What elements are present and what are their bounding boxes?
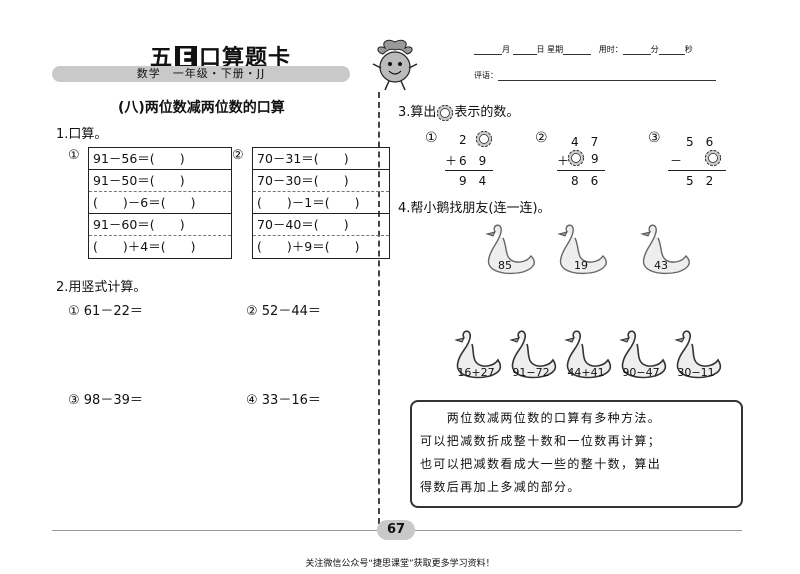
tip-box: 两位数减两位数的口算有多种方法。 可以把减数折成整十数和一位数再计算； 也可以把… bbox=[410, 400, 743, 508]
sum-line bbox=[445, 170, 493, 171]
calc-group-1: 91－56＝( ) 91－50＝( ) ( )－6＝( ) 91－60＝( ) … bbox=[88, 147, 232, 259]
big-swan-icon[interactable] bbox=[477, 222, 539, 280]
problem-mark: ③ bbox=[648, 130, 661, 146]
second-label: 秒 bbox=[684, 45, 693, 54]
flower-problem-1: ① 2 ＋ 6 9 9 4 bbox=[425, 128, 505, 188]
problem-mark: ② bbox=[535, 130, 548, 146]
small-swan-label: 91−72 bbox=[512, 366, 550, 379]
problem-top: 4 7 bbox=[571, 135, 599, 149]
calc-row: 91－56＝( ) bbox=[89, 148, 231, 170]
calc-row: 70－40＝( ) bbox=[253, 214, 389, 236]
calc-row: ( )－6＝( ) bbox=[89, 192, 231, 214]
big-swan-icon[interactable] bbox=[549, 222, 611, 280]
small-swan-label: 16+27 bbox=[457, 366, 495, 379]
footer-note: 关注微信公众号“捷思课堂”获取更多学习资料！ bbox=[305, 559, 495, 569]
calc-row: ( )＋9＝( ) bbox=[257, 239, 360, 254]
eval-label: 评语： bbox=[474, 71, 498, 80]
big-swan-label: 43 bbox=[654, 259, 668, 272]
problem-mark: ① bbox=[425, 130, 438, 146]
calc-row: ( )＋4＝( ) bbox=[93, 239, 196, 254]
vertical-problem-1: ① 61－22＝ bbox=[68, 304, 143, 319]
tip-line: 得数后再加上多减的部分。 bbox=[420, 480, 581, 494]
small-swan-icon[interactable] bbox=[613, 328, 669, 384]
problem-result: 9 4 bbox=[459, 174, 487, 188]
calc-row: 70－30＝( ) bbox=[253, 170, 389, 192]
calc-group-2: 70－31＝( ) 70－30＝( ) ( )－1＝( ) 70－40＝( ) … bbox=[252, 147, 390, 259]
sum-line bbox=[668, 170, 726, 171]
small-swan-icon[interactable] bbox=[558, 328, 614, 384]
month-field[interactable] bbox=[474, 47, 502, 55]
vertical-problem-4: ④ 33－16＝ bbox=[246, 393, 321, 408]
flower-icon bbox=[567, 149, 585, 167]
small-swan-icon[interactable] bbox=[448, 328, 504, 384]
calc-row: 91－60＝( ) bbox=[89, 214, 231, 236]
problem-result: 8 6 bbox=[571, 174, 599, 188]
section-title: (八)两位数减两位数的口算 bbox=[118, 100, 285, 116]
tip-line: 两位数减两位数的口算有多种方法。 bbox=[420, 411, 662, 425]
vertical-problem-2: ② 52－44＝ bbox=[246, 304, 321, 319]
group-1-mark: ① bbox=[68, 148, 80, 163]
big-swan-label: 85 bbox=[498, 259, 512, 272]
small-swan-label: 90−47 bbox=[622, 366, 660, 379]
eval-field[interactable] bbox=[498, 73, 716, 81]
problem-top: 2 bbox=[459, 133, 467, 147]
question-3-text-a: 3.算出 bbox=[398, 105, 437, 120]
brand-e-logo: E bbox=[175, 46, 198, 71]
problem-op: ＋ bbox=[445, 154, 458, 168]
question-1-label: 1.口算。 bbox=[56, 127, 108, 142]
sum-line bbox=[557, 170, 605, 171]
calc-row: ( )－1＝( ) bbox=[253, 192, 389, 214]
tip-line: 也可以把减数看成大一些的整十数，算出 bbox=[420, 457, 662, 471]
flower-icon bbox=[704, 149, 722, 167]
question-4-label: 4.帮小鹅找朋友(连一连)。 bbox=[398, 201, 551, 216]
problem-mid: 9 bbox=[591, 152, 599, 166]
small-swan-label: 30−11 bbox=[677, 366, 715, 379]
big-swan-icon[interactable] bbox=[632, 222, 694, 280]
time-label: 用时： bbox=[598, 45, 623, 54]
small-swan-icon[interactable] bbox=[503, 328, 559, 384]
problem-top: 5 6 bbox=[686, 135, 714, 149]
day-label: 日 bbox=[536, 45, 545, 54]
big-swan-label: 19 bbox=[574, 259, 588, 272]
vertical-problem-3: ③ 98－39＝ bbox=[68, 393, 143, 408]
second-field[interactable] bbox=[658, 47, 685, 55]
weekday-field[interactable] bbox=[563, 47, 592, 55]
question-3-text-b: 表示的数。 bbox=[454, 105, 520, 120]
question-2-label: 2.用竖式计算。 bbox=[56, 280, 147, 295]
group-2-mark: ② bbox=[232, 148, 244, 163]
problem-result: 5 2 bbox=[686, 174, 714, 188]
day-field[interactable] bbox=[512, 47, 537, 55]
eval-line: 评语： bbox=[474, 70, 716, 81]
problem-mid: 6 9 bbox=[459, 154, 487, 168]
calc-row: 70－31＝( ) bbox=[253, 148, 389, 170]
brand-prefix: 五 bbox=[150, 46, 174, 71]
subject-bar: 数学 一年级・下册・JJ bbox=[52, 66, 350, 82]
small-swan-label: 44+41 bbox=[567, 366, 605, 379]
weekday-label: 星期 bbox=[547, 45, 564, 54]
flower-icon bbox=[475, 130, 493, 148]
problem-op: ＋ bbox=[557, 154, 570, 168]
column-divider bbox=[378, 92, 380, 524]
flower-icon bbox=[437, 104, 454, 121]
small-swan-icon[interactable] bbox=[668, 328, 724, 384]
minute-field[interactable] bbox=[622, 47, 651, 55]
month-label: 月 bbox=[502, 45, 510, 54]
problem-op: － bbox=[670, 154, 683, 168]
flower-problem-3: ③ 5 6 － 5 2 bbox=[648, 128, 738, 188]
tip-line: 可以把减数折成整十数和一位数再计算； bbox=[420, 434, 662, 448]
question-3-label: 3.算出 表示的数。 bbox=[398, 101, 519, 122]
date-line: 月 日 星期 用时： 分 秒 bbox=[474, 44, 693, 55]
calc-row: 91－50＝( ) bbox=[89, 170, 231, 192]
radish-mascot-icon bbox=[372, 39, 418, 91]
minute-label: 分 bbox=[650, 45, 659, 54]
flower-problem-2: ② 4 7 ＋ 9 8 6 bbox=[535, 128, 615, 188]
page-number: 67 bbox=[377, 520, 415, 540]
